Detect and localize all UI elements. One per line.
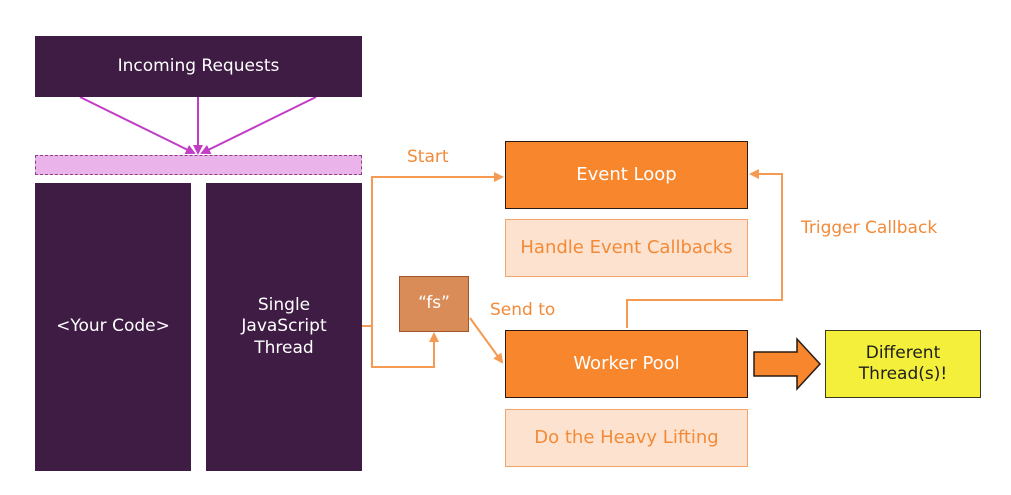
- heavy-lifting-box: Do the Heavy Lifting: [505, 409, 748, 467]
- incoming-arrow-right: [200, 96, 317, 154]
- request-queue-bar: [35, 155, 362, 175]
- event-loop-box: Event Loop: [505, 141, 748, 209]
- incoming-requests-box: Incoming Requests: [35, 36, 362, 97]
- fs-module-box: “fs”: [399, 276, 469, 332]
- incoming-arrow-left: [79, 96, 196, 154]
- block-arrow: [753, 337, 822, 391]
- trigger-callback-label: Trigger Callback: [801, 218, 938, 238]
- handle-event-callbacks-box: Handle Event Callbacks: [505, 219, 748, 277]
- your-code-box: <Your Code>: [35, 183, 191, 471]
- send-to-connector: [469, 317, 504, 364]
- different-threads-box: Different Thread(s)!: [825, 330, 981, 398]
- worker-pool-box: Worker Pool: [505, 330, 748, 398]
- fs-connector: [362, 325, 439, 368]
- send-to-label: Send to: [490, 300, 556, 320]
- single-thread-box: Single JavaScript Thread: [206, 183, 362, 471]
- trigger-callback-connector: [626, 169, 783, 328]
- start-label: Start: [407, 147, 449, 167]
